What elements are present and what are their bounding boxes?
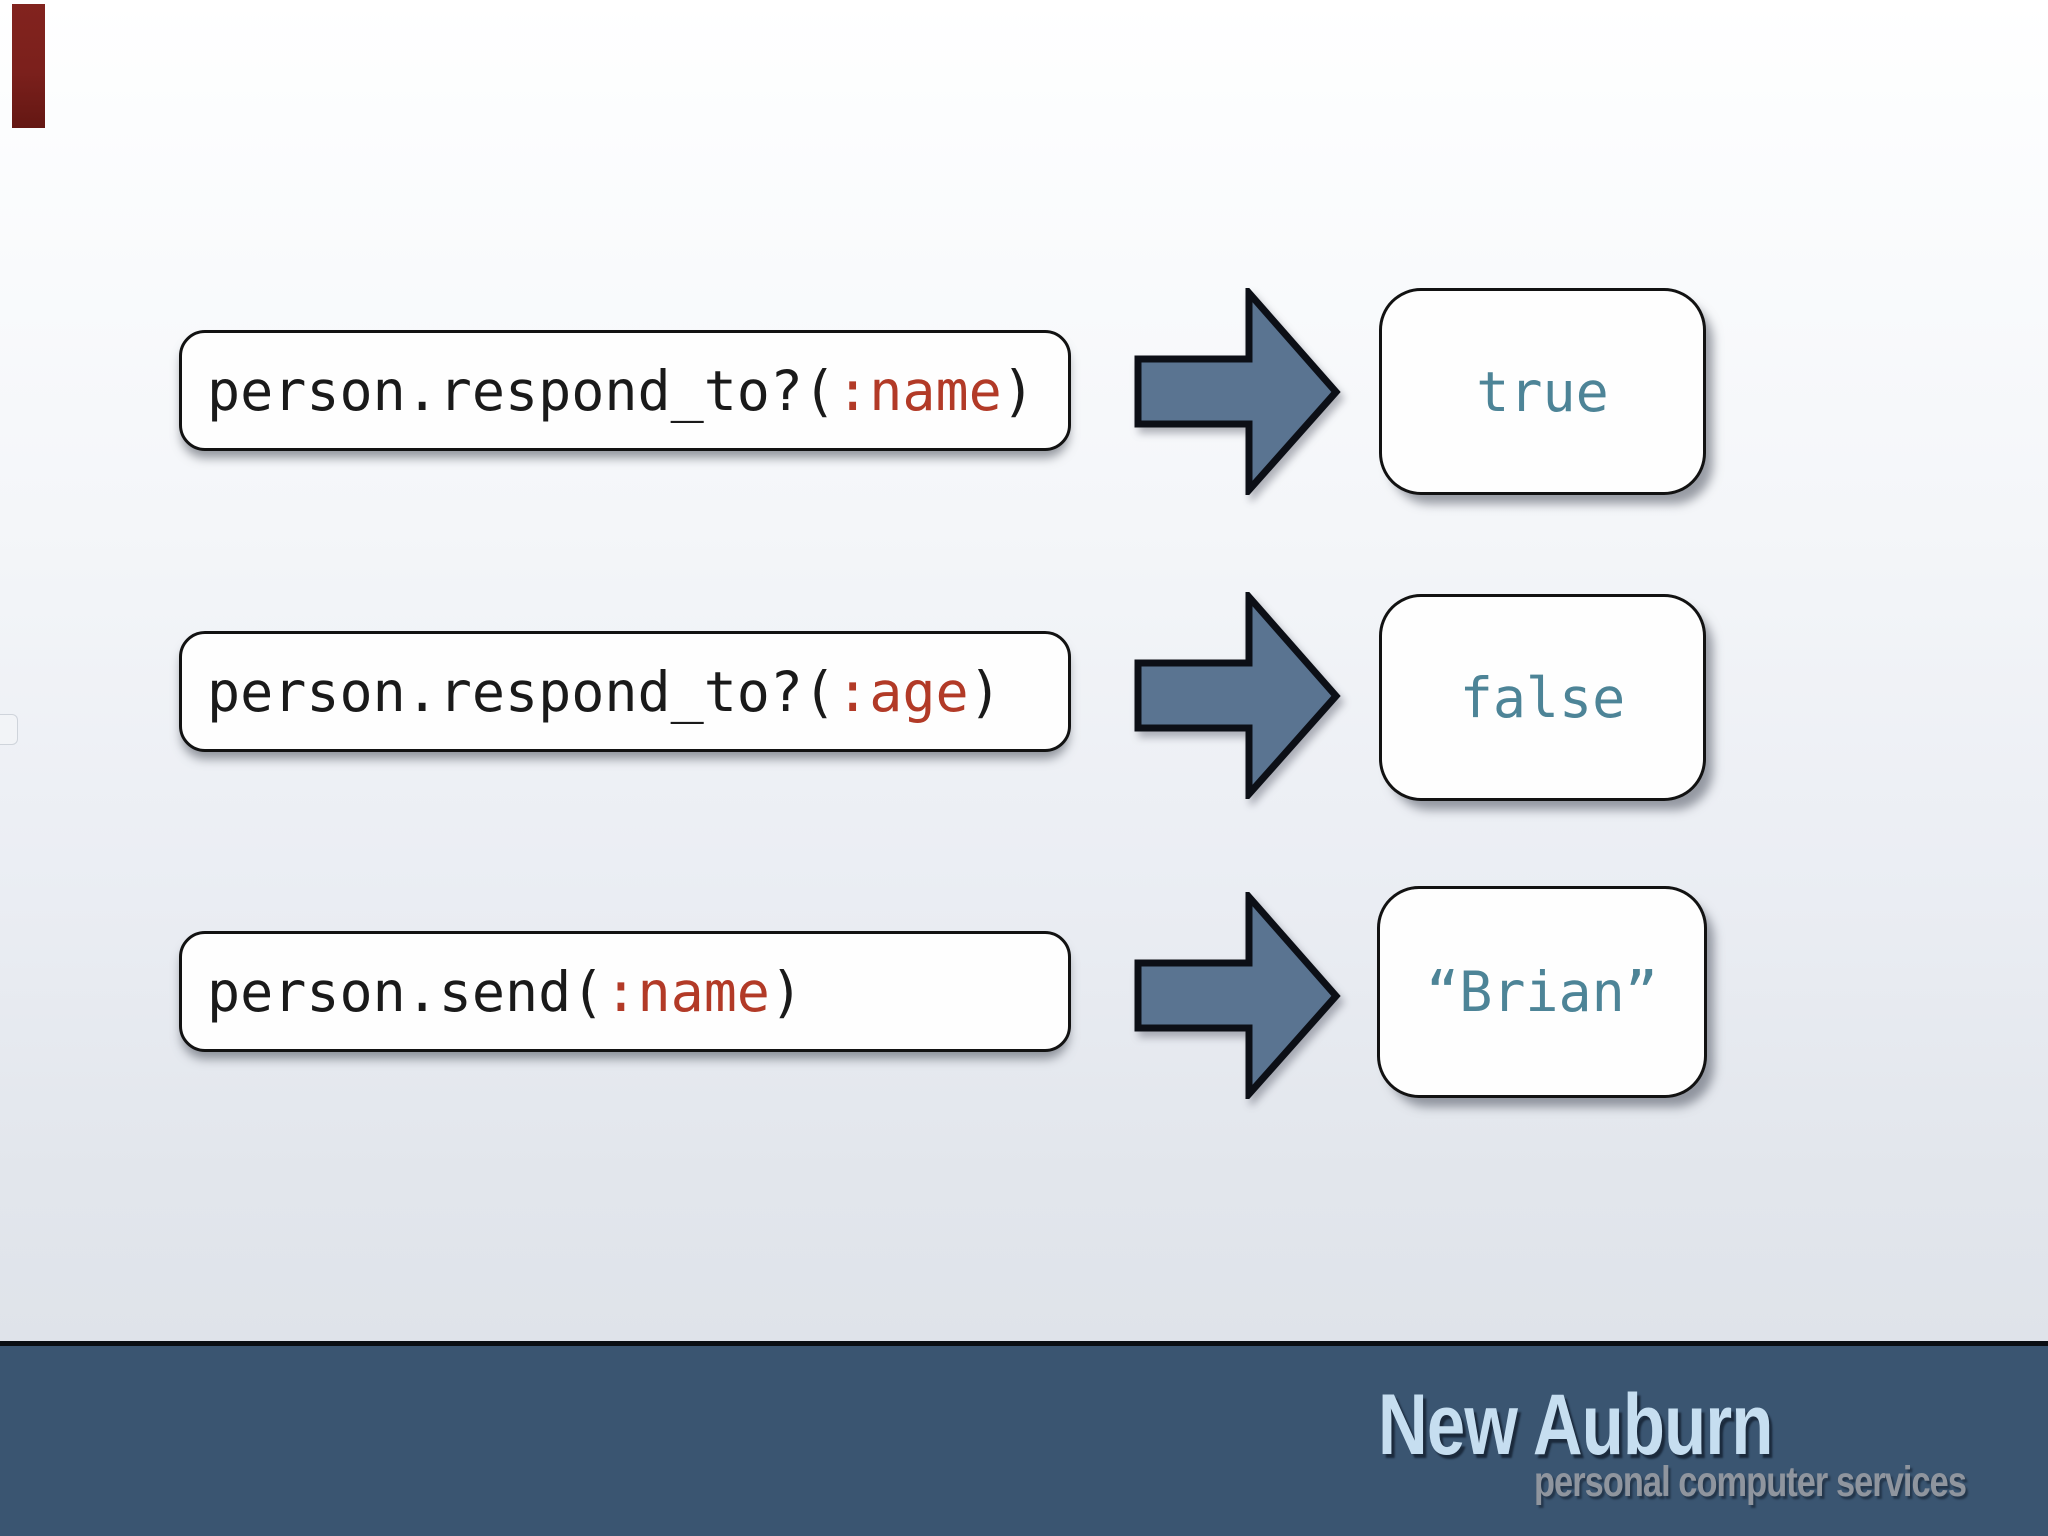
code-prefix: person.respond_to?( — [207, 358, 837, 423]
right-arrow-icon — [1134, 288, 1341, 495]
code-prefix: person.respond_to?( — [207, 659, 837, 724]
right-arrow-icon — [1134, 592, 1341, 799]
result-text: false — [1459, 665, 1626, 730]
code-suffix: ) — [968, 659, 1002, 724]
left-edge-artifact — [0, 714, 18, 745]
result-box-false: false — [1379, 594, 1706, 801]
code-box-send-name: person.send(:name) — [179, 931, 1071, 1052]
result-box-brian: “Brian” — [1377, 886, 1707, 1098]
code-symbol: :name — [604, 959, 770, 1024]
code-symbol: :name — [836, 358, 1002, 423]
result-text: “Brian” — [1426, 960, 1658, 1024]
code-box-respond-to-age: person.respond_to?(:age) — [179, 631, 1071, 752]
code-prefix: person.send( — [207, 959, 605, 1024]
result-text: true — [1476, 359, 1609, 424]
right-arrow-icon — [1134, 892, 1341, 1099]
code-suffix: ) — [769, 959, 804, 1024]
code-suffix: ) — [1001, 358, 1035, 423]
footer-bar — [0, 1341, 2048, 1536]
code-box-respond-to-name: person.respond_to?(:name) — [179, 330, 1071, 451]
result-box-true: true — [1379, 288, 1706, 495]
brand-logo: New Auburn — [1378, 1377, 1773, 1473]
brand-tagline: personal computer services — [1534, 1458, 1967, 1506]
corner-artifact — [12, 4, 45, 128]
code-symbol: :age — [836, 659, 969, 724]
